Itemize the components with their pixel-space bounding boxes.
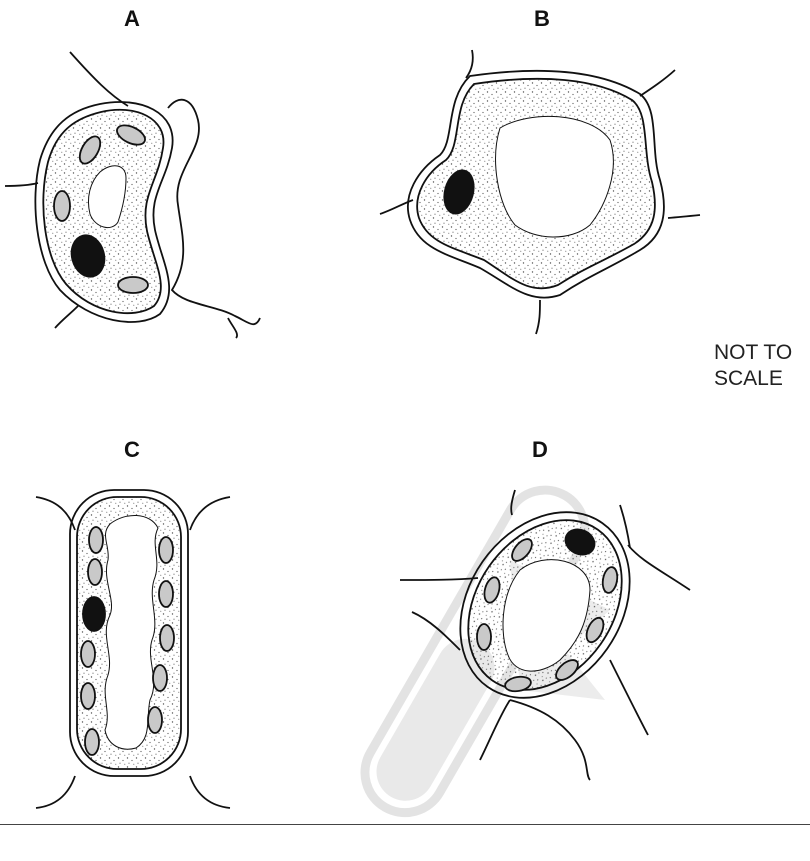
cell-a-neighbor-wall [70, 52, 128, 106]
note-line-2: SCALE [714, 366, 792, 392]
label-c: C [124, 437, 140, 463]
cell-b [380, 50, 700, 334]
note-line-1: NOT TO [714, 340, 792, 366]
page-divider [0, 824, 810, 825]
cell-c-nucleus [83, 597, 105, 631]
cell-c [36, 490, 230, 808]
not-to-scale-note: NOT TO SCALE [714, 340, 792, 392]
label-d: D [532, 437, 548, 463]
cell-a [5, 52, 260, 338]
label-a: A [124, 6, 140, 32]
label-b: B [534, 6, 550, 32]
